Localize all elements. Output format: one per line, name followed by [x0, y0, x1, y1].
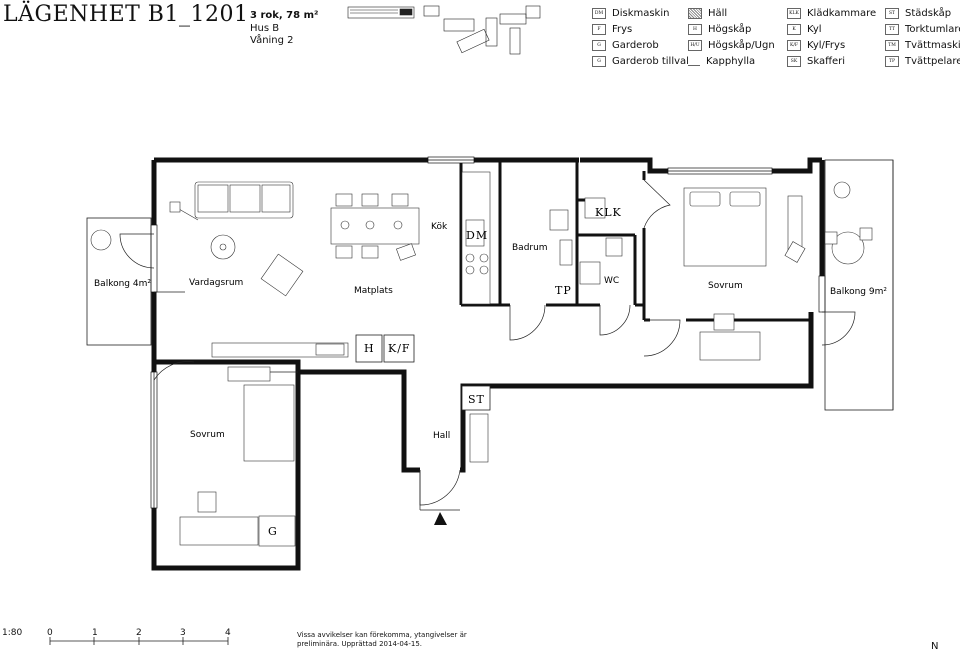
room-labels: Balkong 4m² Vardagsrum Matplats Kök Badr…	[94, 206, 887, 538]
walls	[151, 157, 825, 571]
code-g: G	[268, 525, 278, 538]
info-rooms-area: 3 rok, 78 m²	[250, 10, 319, 21]
legend-item: TMTvättmaskin	[885, 37, 960, 53]
scale-tick: 1	[92, 628, 98, 638]
code-dm: DM	[466, 229, 488, 242]
balconies	[86, 159, 894, 411]
label-matplats: Matplats	[354, 286, 393, 296]
scale-tick: 3	[180, 628, 186, 638]
doors	[119, 179, 856, 511]
legend-item: Häll	[688, 5, 775, 21]
apartment-info: 3 rok, 78 m² Hus B Våning 2	[250, 10, 318, 48]
cabinets	[355, 334, 491, 411]
scale-ratio: 1:80	[2, 628, 23, 638]
code-tp: TP	[555, 284, 572, 297]
code-h: H	[364, 342, 375, 355]
label-kok: Kök	[431, 222, 448, 232]
entrance-arrow-icon	[434, 512, 447, 525]
coat-rack-icon	[688, 56, 700, 66]
key-plan	[347, 5, 541, 55]
info-floor: Våning 2	[250, 35, 294, 46]
scale-tick: 0	[47, 628, 53, 638]
apartment-title: LÄGENHET B1_1201	[3, 2, 249, 27]
windows	[150, 156, 826, 509]
scale-bar	[49, 637, 229, 645]
legend-item: Kapphylla	[688, 53, 775, 69]
furniture	[90, 171, 873, 547]
scale-tick: 2	[136, 628, 142, 638]
hob-icon	[688, 7, 702, 19]
label-sovrum-right: Sovrum	[708, 281, 743, 291]
north-indicator: N	[931, 641, 939, 652]
label-vardagsrum: Vardagsrum	[189, 278, 243, 288]
disclaimer-note: Vissa avvikelser kan förekomma, ytangive…	[297, 631, 467, 648]
code-klk: KLK	[595, 206, 622, 219]
code-st: ST	[468, 393, 485, 406]
label-balkong-left: Balkong 4m²	[94, 279, 151, 289]
scale-tick: 4	[225, 628, 231, 638]
code-kf: K/F	[388, 342, 411, 355]
label-badrum: Badrum	[512, 243, 548, 253]
info-building: Hus B	[250, 22, 280, 34]
label-hall: Hall	[433, 431, 450, 441]
label-balkong-right: Balkong 9m²	[830, 287, 887, 297]
label-sovrum-left: Sovrum	[190, 430, 225, 440]
label-wc: WC	[604, 276, 619, 286]
